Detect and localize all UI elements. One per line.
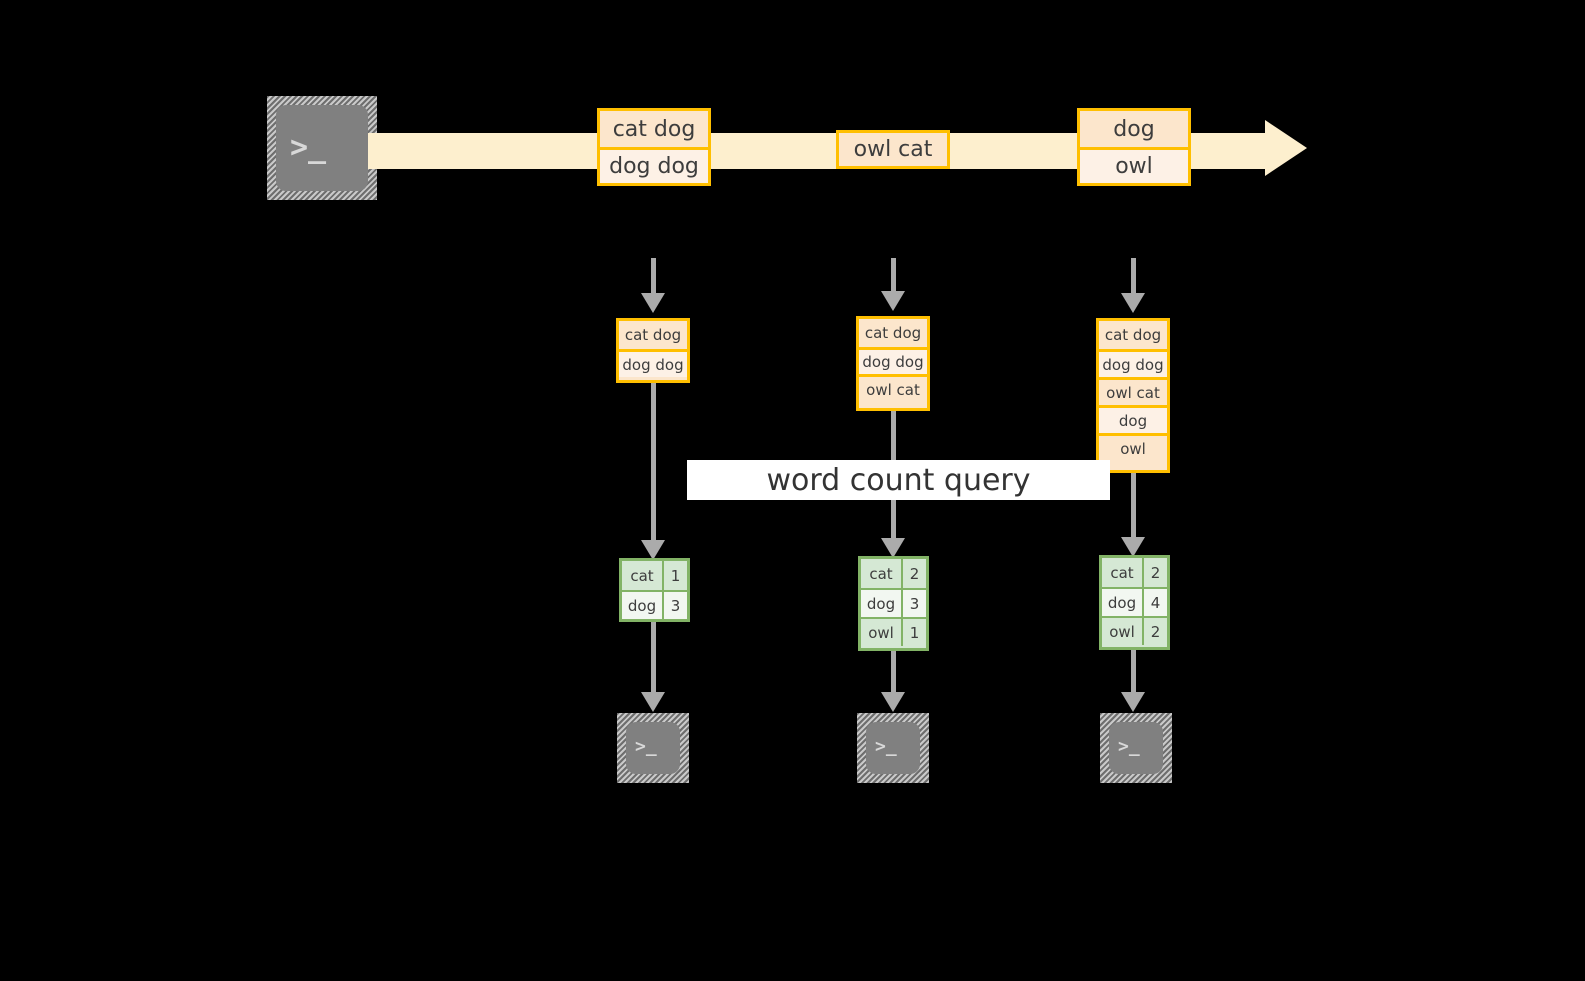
- snapshot-3-input-line: owl: [1099, 433, 1167, 461]
- table-row: cat 2: [861, 559, 926, 588]
- result-count: 2: [903, 559, 926, 588]
- snapshot-1-query-arrowhead: [641, 540, 665, 560]
- snapshot-2-trigger-line: [891, 258, 896, 294]
- snapshot-2-input-line: owl cat: [859, 374, 927, 402]
- result-count: 1: [903, 619, 926, 646]
- snapshot-1-result-table: cat 1 dog 3: [619, 558, 690, 622]
- snapshot-2-query-arrowhead: [881, 538, 905, 558]
- snapshot-3-sink-terminal-icon: >_: [1100, 713, 1172, 783]
- stream-ribbon-arrowhead: [1265, 120, 1307, 176]
- stream-event-group-3: dog owl: [1077, 108, 1191, 186]
- snapshot-3-input-line: owl cat: [1099, 377, 1167, 405]
- snapshot-1-sink-terminal-icon: >_: [617, 713, 689, 783]
- stream-event-line: owl cat: [839, 133, 947, 166]
- terminal-screen: >_: [1109, 722, 1163, 774]
- table-row: dog 3: [861, 588, 926, 617]
- result-count: 3: [903, 590, 926, 617]
- result-word: owl: [1102, 618, 1144, 645]
- result-word: dog: [1102, 589, 1144, 616]
- result-word: owl: [861, 619, 903, 646]
- terminal-screen: >_: [866, 722, 920, 774]
- snapshot-3-query-arrowhead: [1121, 537, 1145, 557]
- terminal-prompt-glyph: >_: [635, 736, 657, 757]
- snapshot-1-trigger-line: [651, 258, 656, 296]
- stream-event-line: owl: [1080, 147, 1188, 183]
- result-count: 3: [664, 592, 687, 619]
- snapshot-3-query-line: [1131, 473, 1136, 548]
- snapshot-1-trigger-arrowhead: [641, 293, 665, 313]
- snapshot-3-input-box: cat dog dog dog owl cat dog owl: [1096, 318, 1170, 473]
- snapshot-1-input-line: cat dog: [619, 321, 687, 349]
- result-count: 4: [1144, 589, 1167, 616]
- result-word: dog: [861, 590, 903, 617]
- snapshot-3-input-line: cat dog: [1099, 321, 1167, 349]
- snapshot-1-input-line: dog dog: [619, 349, 687, 377]
- snapshot-3-input-line: dog dog: [1099, 349, 1167, 377]
- snapshot-1-query-line: [651, 383, 656, 551]
- snapshot-2-sink-terminal-icon: >_: [857, 713, 929, 783]
- snapshot-3-trigger-arrowhead: [1121, 293, 1145, 313]
- result-word: cat: [861, 559, 903, 588]
- result-count: 2: [1144, 618, 1167, 645]
- snapshot-3-result-table: cat 2 dog 4 owl 2: [1099, 555, 1170, 650]
- snapshot-2-sink-line: [891, 651, 896, 696]
- stream-event-group-2: owl cat: [836, 130, 950, 169]
- stream-event-line: cat dog: [600, 111, 708, 147]
- snapshot-2-result-table: cat 2 dog 3 owl 1: [858, 556, 929, 651]
- snapshot-3-trigger-line: [1131, 258, 1136, 296]
- result-word: cat: [1102, 558, 1144, 587]
- result-count: 2: [1144, 558, 1167, 587]
- snapshot-2-input-line: dog dog: [859, 347, 927, 374]
- snapshot-1-sink-arrowhead: [641, 692, 665, 712]
- query-label-banner: word count query: [687, 460, 1110, 500]
- terminal-prompt-glyph: >_: [290, 130, 327, 165]
- table-row: cat 1: [622, 561, 687, 590]
- result-word: dog: [622, 592, 664, 619]
- terminal-screen: >_: [276, 105, 368, 191]
- result-count: 1: [664, 561, 687, 590]
- snapshot-3-input-line: dog: [1099, 405, 1167, 433]
- snapshot-3-sink-arrowhead: [1121, 692, 1145, 712]
- table-row: owl 1: [861, 617, 926, 646]
- snapshot-3-sink-line: [1131, 650, 1136, 696]
- result-word: cat: [622, 561, 664, 590]
- snapshot-1-sink-line: [651, 622, 656, 696]
- snapshot-2-input-box: cat dog dog dog owl cat: [856, 316, 930, 411]
- terminal-prompt-glyph: >_: [1118, 736, 1140, 757]
- table-row: owl 2: [1102, 616, 1167, 645]
- table-row: cat 2: [1102, 558, 1167, 587]
- stream-source-terminal-icon: >_: [267, 96, 377, 200]
- snapshot-2-trigger-arrowhead: [881, 291, 905, 311]
- snapshot-2-sink-arrowhead: [881, 692, 905, 712]
- table-row: dog 3: [622, 590, 687, 619]
- terminal-prompt-glyph: >_: [875, 736, 897, 757]
- stream-event-line: dog: [1080, 111, 1188, 147]
- table-row: dog 4: [1102, 587, 1167, 616]
- stream-event-line: dog dog: [600, 147, 708, 183]
- snapshot-1-input-box: cat dog dog dog: [616, 318, 690, 383]
- terminal-screen: >_: [626, 722, 680, 774]
- snapshot-2-input-line: cat dog: [859, 319, 927, 347]
- stream-event-group-1: cat dog dog dog: [597, 108, 711, 186]
